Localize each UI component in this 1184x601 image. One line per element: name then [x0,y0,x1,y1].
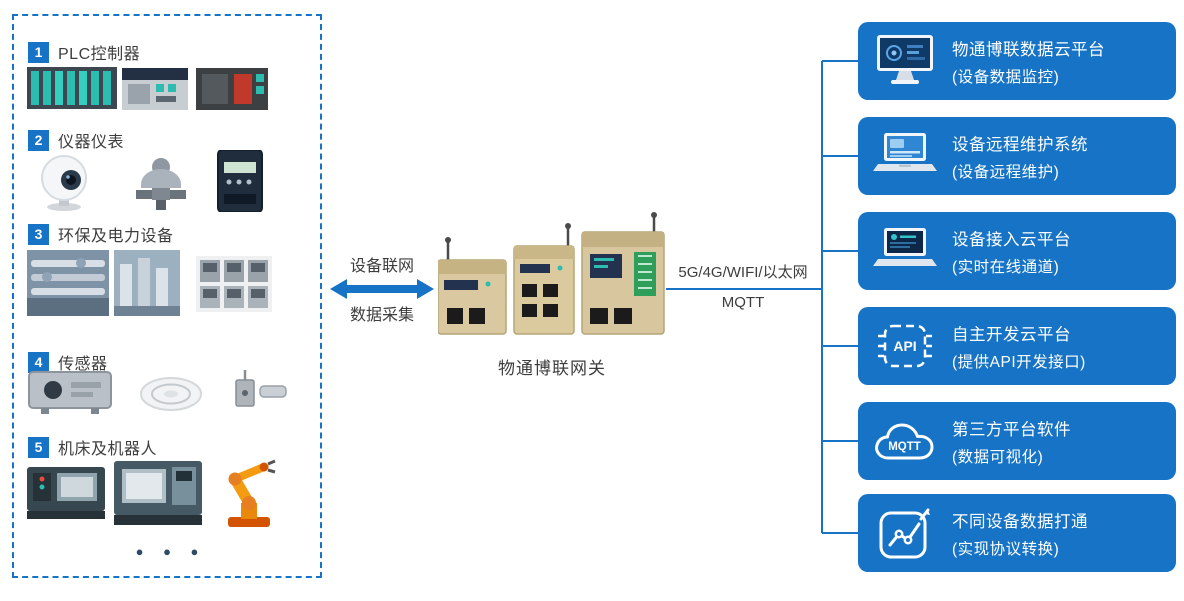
box-title: 设备接入云平台 [952,230,1071,249]
power-plant-image [114,250,180,316]
ellipsis-dots: ● ● ● [135,544,199,559]
electrical-cabinets-image [196,256,272,312]
platform-box-third-party: MQTT 第三方平台软件 (数据可视化) [858,402,1176,480]
box-title: 设备远程维护系统 [952,135,1088,154]
box-subtitle: (数据可视化) [952,448,1044,466]
category-number-badge: 4 [28,351,49,373]
box-subtitle: (设备远程维护) [952,163,1060,181]
api-chip-icon: API [858,317,952,375]
box-title: 物通博联数据云平台 [952,40,1105,59]
api-icon-text: API [893,338,916,354]
arrow-label-top: 设备联网 [349,258,414,275]
category-number-badge: 5 [28,436,49,458]
plc-module-image [122,68,188,110]
proximity-sensor-image [235,370,287,407]
box-subtitle: (设备数据监控) [952,68,1060,86]
pressure-sensor-image [28,371,112,414]
machining-center-image [114,461,202,525]
plc-rack-image [27,67,117,109]
industrial-pipes-image [27,250,109,316]
energy-meter-image [217,150,263,212]
laptop-remote-icon [858,133,952,179]
box-subtitle: (提供API开发接口) [952,353,1086,371]
gateway-devices-image [438,212,665,335]
gateway-label: 物通博联网关 [498,359,606,378]
platform-box-remote-maintenance: 设备远程维护系统 (设备远程维护) [858,117,1176,195]
category-label: PLC控制器 [58,46,141,63]
smoke-detector-image [140,377,202,411]
box-subtitle: (实现协议转换) [952,540,1060,558]
uplink-label-top: 5G/4G/WIFI/以太网 [678,264,808,281]
category-number-badge: 1 [28,41,49,63]
box-subtitle: (实时在线通道) [952,258,1060,276]
platform-box-protocol-conversion: 不同设备数据打通 (实现协议转换) [858,494,1176,572]
camera-image [41,155,87,211]
category-number-badge: 3 [28,223,49,245]
category-header-instruments: 2 仪器仪表 [28,128,124,152]
category-header-sensors: 4 传感器 [28,350,108,374]
device-categories-panel: 1 PLC控制器 2 仪器仪表 [12,14,322,578]
bidirectional-arrow-icon [330,279,434,299]
monitor-dashboard-icon [858,35,952,87]
category-header-machines: 5 机床及机器人 [28,435,157,459]
platform-box-data-cloud: 物通博联数据云平台 (设备数据监控) [858,22,1176,100]
laptop-access-icon [858,228,952,274]
mqtt-cloud-icon: MQTT [858,418,952,464]
cnc-machine-image [27,467,105,519]
category-label: 传感器 [58,356,108,373]
category-number-badge: 2 [28,129,49,151]
category-header-environment: 3 环保及电力设备 [28,222,174,246]
uplink-label-bottom: MQTT [721,294,765,311]
platform-box-api: API 自主开发云平台 (提供API开发接口) [858,307,1176,385]
box-title: 自主开发云平台 [952,325,1071,344]
arrow-label-bottom: 数据采集 [349,307,414,324]
category-header-plc: 1 PLC控制器 [28,40,140,64]
line-chart-icon [858,505,952,561]
mqtt-icon-text: MQTT [888,441,921,453]
platform-box-device-access: 设备接入云平台 (实时在线通道) [858,212,1176,290]
category-label: 仪器仪表 [58,134,125,151]
category-label: 环保及电力设备 [58,228,174,245]
category-label: 机床及机器人 [58,441,158,458]
plc-cpu-image [196,68,268,110]
box-title: 第三方平台软件 [952,420,1071,439]
control-valve-image [136,158,186,210]
box-title: 不同设备数据打通 [952,512,1088,531]
robot-arm-image [228,459,276,527]
